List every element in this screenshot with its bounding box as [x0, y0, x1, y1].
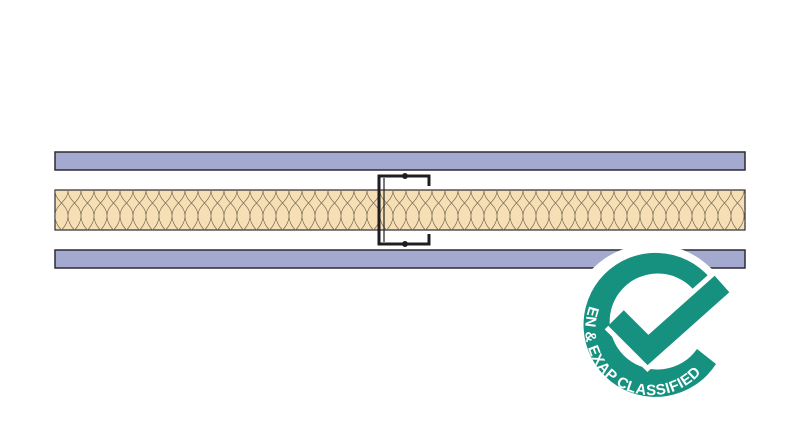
top-plasterboard — [54, 151, 746, 171]
bottom-plasterboard — [54, 249, 746, 269]
badge-ring — [583, 252, 716, 397]
insulation-layer — [54, 189, 746, 231]
steel-c-stud — [377, 173, 431, 247]
classified-badge: EN & EXAP CLASSIFIED — [568, 244, 736, 412]
